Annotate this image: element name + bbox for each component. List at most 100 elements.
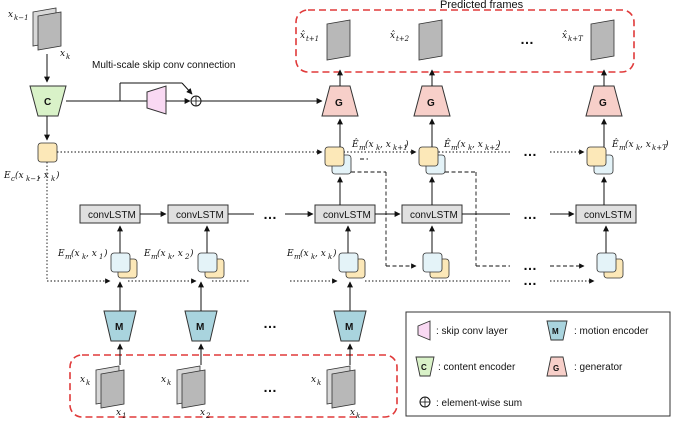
em-label-3: E m (x k , x k ): [286, 248, 337, 261]
svg-text:): ): [404, 139, 409, 150]
legend-motion: M : motion encoder: [546, 320, 649, 341]
svg-text:C: C: [44, 97, 51, 108]
svg-text:M: M: [115, 322, 123, 333]
svg-text:…: …: [263, 206, 277, 222]
svg-text:k+1: k+1: [393, 144, 408, 152]
svg-text:x: x: [8, 10, 13, 20]
motion-encoder-3: M: [333, 310, 367, 342]
generator-2: G: [413, 85, 451, 117]
svg-text:x: x: [350, 408, 355, 418]
svg-text:x: x: [161, 375, 166, 385]
svg-text:(x: (x: [71, 248, 80, 259]
generator-3: G: [585, 85, 623, 117]
svg-text:…: …: [520, 31, 534, 47]
legend-content: C : content encoder: [415, 356, 516, 377]
convlstm-1: convLSTM: [79, 204, 141, 224]
svg-text:x: x: [311, 375, 316, 385]
svg-text:(x: (x: [15, 170, 24, 181]
svg-text:…: …: [263, 315, 277, 331]
pred-feature-1: [324, 146, 352, 175]
svg-text:, x: , x: [380, 140, 391, 150]
svg-text:k: k: [168, 253, 172, 261]
content-feature-label: E c (x k−1 , x k ): [3, 170, 60, 183]
legend-skip: : skip conv layer: [417, 320, 508, 341]
svg-text:k+T: k+T: [568, 35, 584, 43]
svg-text:2: 2: [184, 253, 190, 261]
svg-text:c: c: [11, 175, 15, 183]
svg-text:m: m: [619, 144, 626, 152]
svg-text:, x: , x: [315, 249, 326, 259]
convlstm-5: convLSTM: [575, 204, 637, 224]
svg-text:convLSTM: convLSTM: [410, 210, 458, 221]
motion-encoder-2: M: [184, 310, 218, 342]
svg-text:1: 1: [122, 412, 126, 420]
svg-text:m: m: [151, 253, 158, 261]
svg-text:G: G: [599, 98, 607, 109]
svg-text:k: k: [51, 175, 55, 183]
svg-text:x̂: x̂: [562, 30, 567, 41]
legend-sum: : element-wise sum: [419, 396, 522, 409]
em-label-1: E m (x k , x 1 ): [57, 248, 108, 261]
svg-text:m: m: [294, 253, 301, 261]
svg-text:…: …: [523, 206, 537, 222]
convlstm-3: convLSTM: [314, 204, 376, 224]
svg-text:convLSTM: convLSTM: [176, 210, 224, 221]
convlstm-4: convLSTM: [401, 204, 463, 224]
svg-text:k−1: k−1: [14, 14, 29, 22]
svg-text:G: G: [553, 364, 559, 373]
svg-text:G: G: [427, 98, 435, 109]
svg-text:: skip conv layer: : skip conv layer: [436, 326, 508, 337]
svg-text:): ): [189, 248, 194, 259]
svg-text:m: m: [359, 144, 366, 152]
input-frames-box: [69, 354, 398, 418]
svg-text:k: k: [86, 379, 90, 387]
skip-connection-label: Multi-scale skip conv connection: [92, 60, 235, 71]
svg-text:…: …: [263, 379, 277, 395]
svg-text:…: …: [523, 272, 537, 288]
svg-text:E: E: [286, 249, 294, 259]
svg-text:m: m: [65, 253, 72, 261]
svg-text:M: M: [552, 327, 559, 336]
svg-text:k: k: [311, 253, 315, 261]
svg-text:): ): [103, 248, 108, 259]
svg-text:E: E: [57, 249, 65, 259]
svg-text:x: x: [200, 408, 205, 418]
svg-text:convLSTM: convLSTM: [88, 210, 136, 221]
svg-text:x̂: x̂: [300, 30, 305, 41]
input-frame-pair-1: x k x 1: [80, 365, 126, 420]
svg-text:x̂: x̂: [390, 30, 395, 41]
svg-text:k: k: [317, 379, 321, 387]
svg-text:…: …: [523, 143, 537, 159]
em-label-2: E m (x k , x 2 ): [143, 248, 194, 261]
svg-text:Ê: Ê: [351, 138, 359, 150]
content-feature: [37, 142, 58, 163]
predicted-frames-title: Predicted frames: [440, 0, 524, 11]
svg-text:x: x: [60, 49, 65, 59]
svg-text:x: x: [116, 408, 121, 418]
svg-text:2: 2: [205, 412, 211, 420]
svg-text:): ): [55, 170, 60, 181]
legend: : skip conv layer M : motion encoder C :…: [405, 311, 671, 417]
svg-text:k: k: [356, 412, 360, 420]
svg-text:…: …: [523, 257, 537, 273]
svg-text:G: G: [335, 98, 343, 109]
svg-text:(x: (x: [300, 248, 309, 259]
svg-text:E: E: [3, 171, 11, 181]
svg-text:(x: (x: [157, 248, 166, 259]
svg-text:): ): [496, 139, 501, 150]
svg-text:, x: , x: [172, 249, 183, 259]
svg-text:convLSTM: convLSTM: [584, 210, 632, 221]
pred-feature-3: [586, 146, 614, 175]
svg-text:C: C: [421, 363, 427, 372]
svg-text:k: k: [636, 144, 640, 152]
motion-feature-2: [197, 252, 225, 279]
input-frame-pair-3: x k x k: [311, 365, 360, 420]
svg-text:t+2: t+2: [396, 35, 410, 43]
svg-text:: element-wise sum: : element-wise sum: [436, 398, 522, 409]
svg-text:): ): [664, 139, 669, 150]
predicted-frame-3: x̂ k+T: [562, 19, 615, 61]
svg-text:t+1: t+1: [306, 35, 319, 43]
content-encoder-block: C: [29, 85, 67, 117]
svg-text:k: k: [376, 144, 380, 152]
